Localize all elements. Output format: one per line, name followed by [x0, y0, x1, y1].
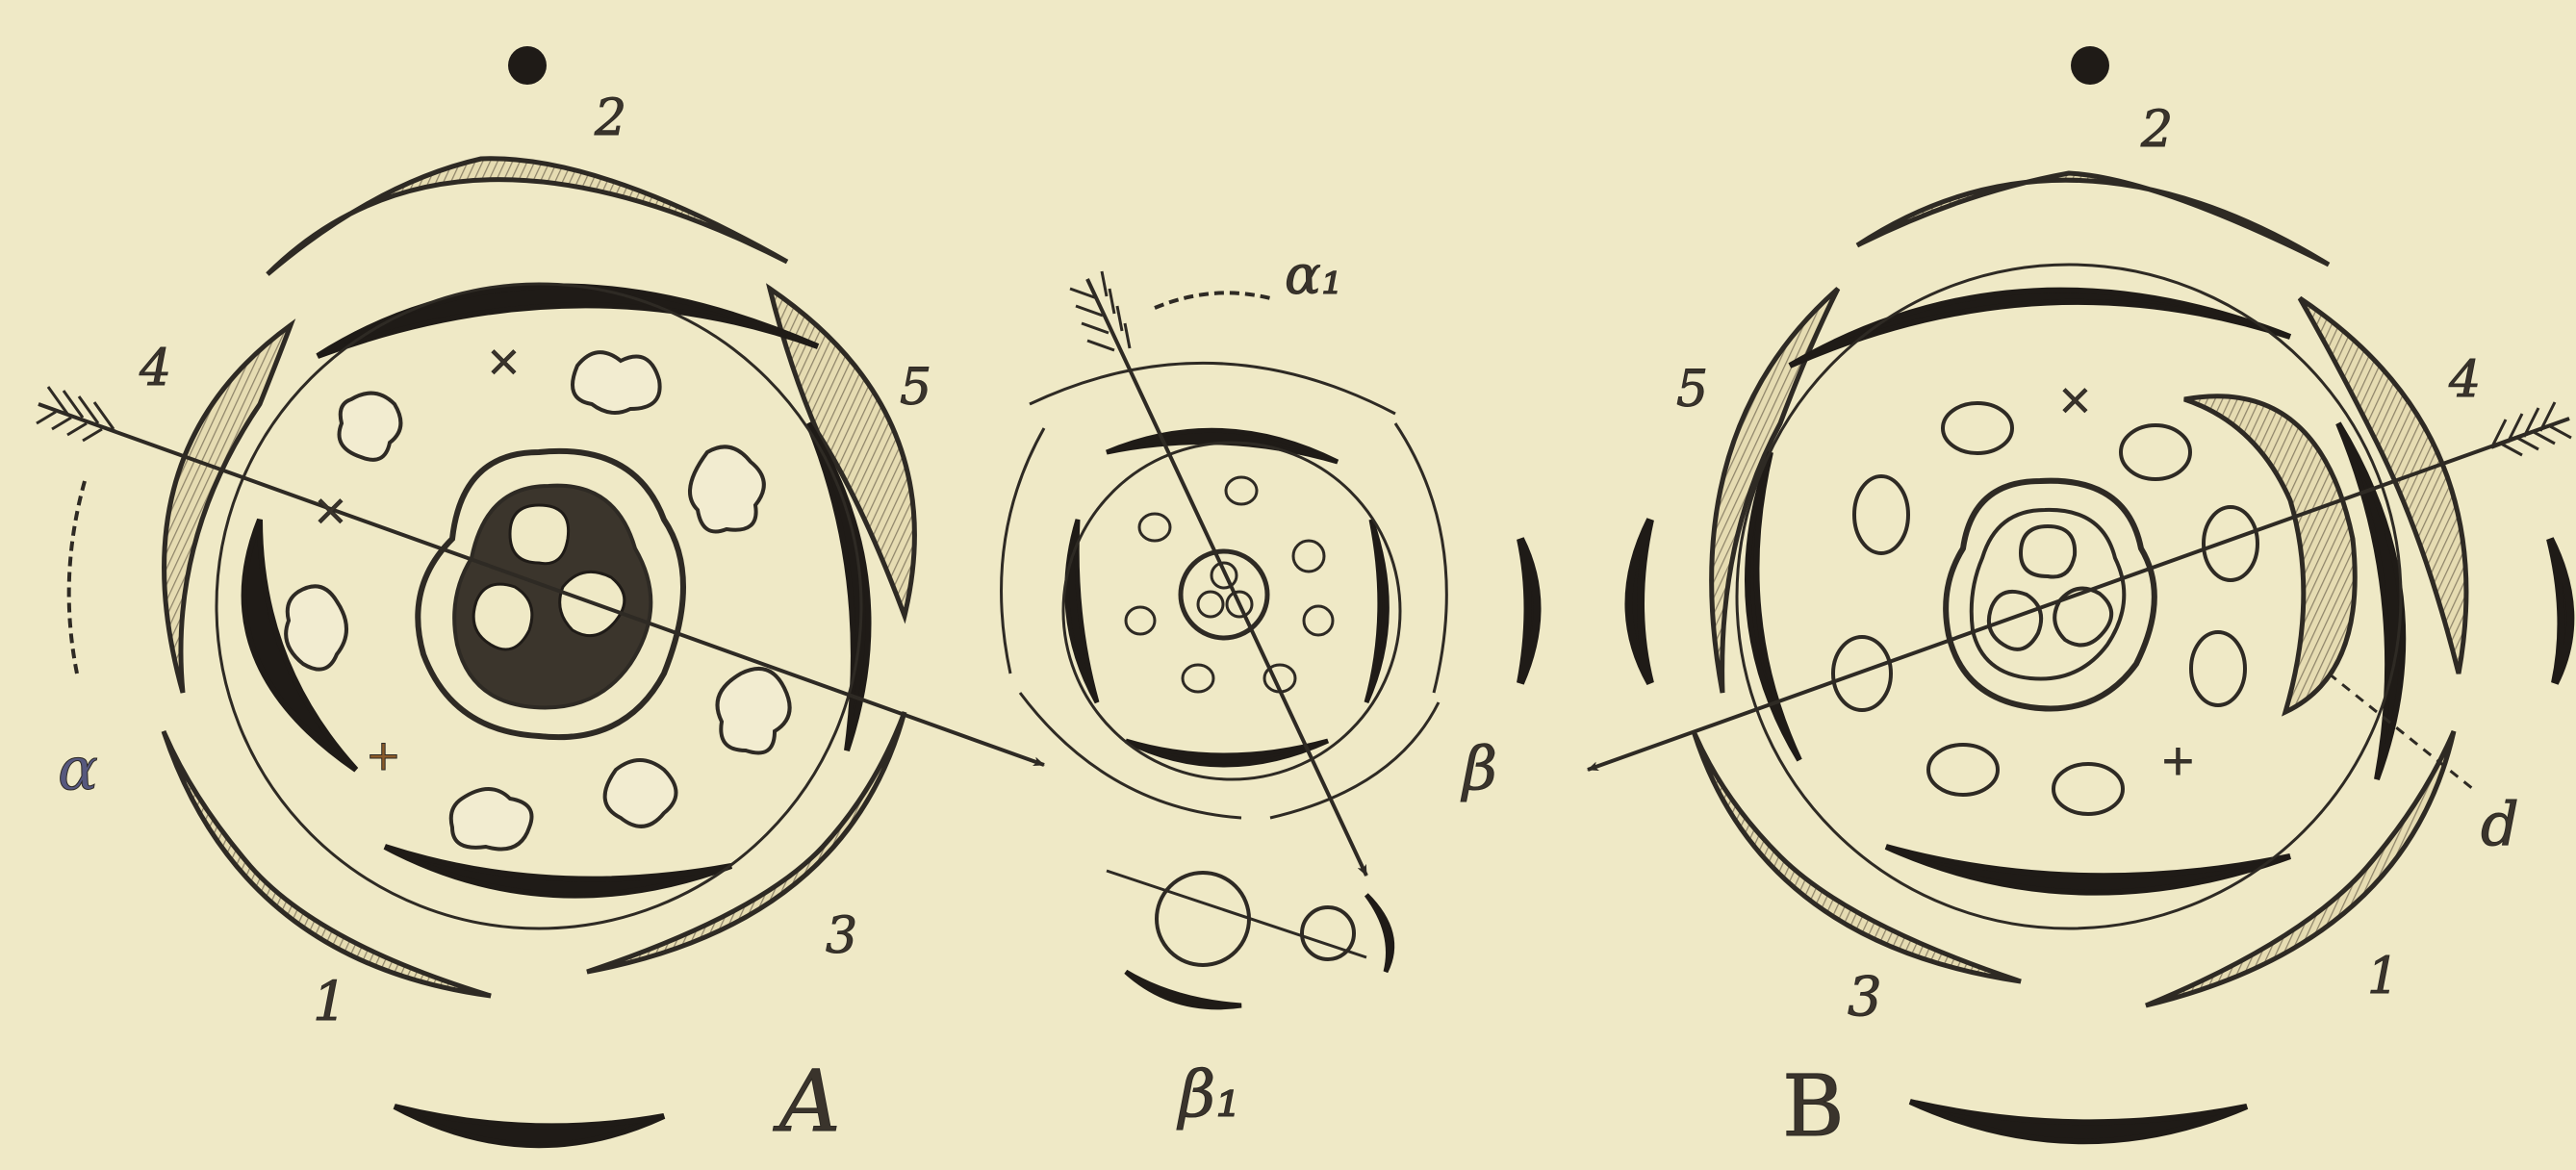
label-sepal-1-b: 1 — [2367, 948, 2399, 1005]
mark-cross-top-b: × — [2057, 375, 2093, 424]
diagram-a: 2 4 5 1 3 α × × + A — [37, 46, 1044, 1151]
sepal-2-b — [1857, 173, 2329, 265]
label-sepal-2-b: 2 — [2140, 101, 2173, 159]
anther — [605, 760, 676, 827]
bracteole-alpha-outline — [69, 481, 85, 674]
bract-bottom-a — [395, 1106, 664, 1145]
label-alpha-a: α — [58, 733, 98, 803]
stamen — [1293, 541, 1324, 572]
petal-left-b — [1747, 452, 1799, 760]
bracteole-alpha1-outline — [1155, 292, 1270, 308]
stamen — [2121, 425, 2190, 479]
arrow-feather-a — [37, 387, 115, 441]
mark-cross-top-a: × — [486, 337, 522, 386]
sepal-2-a — [268, 159, 787, 274]
anther — [690, 446, 764, 531]
bracteole-beta1-bract — [1126, 972, 1241, 1007]
label-beta-mid: β — [1461, 733, 1497, 803]
axis-dot-b — [2071, 46, 2109, 85]
label-sepal-2-a: 2 — [594, 89, 626, 147]
locule — [1989, 592, 2041, 649]
mark-plus-a: + — [366, 731, 401, 780]
petal-top-a — [318, 286, 818, 356]
label-beta1-mid: β₁ — [1176, 1057, 1241, 1132]
anther — [340, 394, 401, 460]
sepal-arc — [1030, 363, 1395, 414]
stamen — [1304, 606, 1333, 635]
label-sepal-1-a: 1 — [313, 971, 347, 1033]
label-sepal-4-b: 4 — [2448, 351, 2481, 409]
stamen — [1943, 403, 2012, 453]
petal-left-mid — [1067, 520, 1097, 702]
stamen — [2053, 764, 2123, 814]
stamen — [1854, 476, 1908, 553]
petal-top-b — [1790, 291, 2290, 366]
anther — [286, 586, 346, 669]
stamen — [1226, 477, 1257, 504]
label-alpha1-mid: α₁ — [1285, 244, 1342, 307]
diagram-b: 2 5 4 3 1 d × + B — [1588, 46, 2571, 1156]
bracteole-small-bract — [1366, 895, 1392, 972]
diagram-middle: α₁ β β₁ — [1002, 244, 1538, 1132]
bract-right-edge-b — [2550, 539, 2570, 683]
mark-cross-left-a: × — [313, 486, 348, 535]
sepal-arc — [1395, 423, 1446, 693]
bract-bottom-b — [1910, 1102, 2247, 1141]
petal-bottom-a — [385, 847, 731, 896]
label-d-b: d — [2481, 789, 2519, 859]
locule — [510, 505, 569, 564]
title-b: B — [1782, 1056, 1845, 1156]
label-sepal-3-b: 3 — [1848, 966, 1882, 1029]
stamen — [1928, 745, 1998, 795]
sepal-arc — [1002, 428, 1044, 674]
bract-left-b — [1629, 520, 1651, 683]
arrow-feather-mid — [1070, 271, 1130, 351]
anther — [718, 669, 790, 753]
bud-axis-line — [1107, 871, 1366, 957]
stamen — [1183, 665, 1213, 692]
stamen — [2204, 507, 2257, 580]
label-sepal-4-a: 4 — [139, 340, 171, 397]
bract-right-mid — [1520, 539, 1538, 683]
stamen — [2191, 632, 2245, 705]
axis-dot-a — [508, 46, 547, 85]
mark-plus-b: + — [2160, 736, 2196, 785]
label-sepal-5-a: 5 — [900, 359, 931, 417]
label-sepal-3-a: 3 — [826, 907, 857, 965]
anther — [451, 789, 532, 850]
stamen — [1139, 514, 1170, 541]
bracteole-bud-large — [1157, 873, 1249, 965]
label-sepal-5-b: 5 — [1676, 361, 1708, 419]
locule — [1198, 592, 1223, 617]
petal-right-mid — [1366, 520, 1387, 702]
anther — [573, 352, 660, 413]
title-a: A — [773, 1052, 841, 1151]
locule — [2021, 526, 2075, 577]
arrow-feather-b — [2491, 402, 2571, 455]
locule — [473, 584, 532, 649]
stamen — [1126, 607, 1155, 634]
